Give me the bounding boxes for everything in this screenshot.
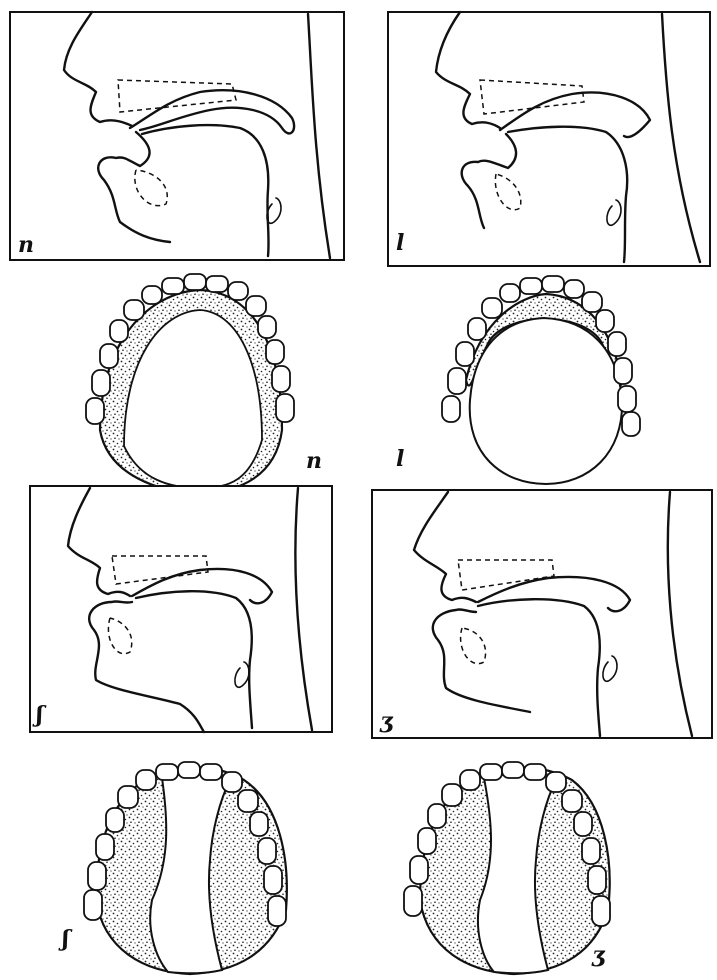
palatogram-n: n bbox=[86, 274, 322, 494]
sagittal-panel-l: l bbox=[388, 12, 710, 266]
sagittal-panel-sh: ʃ bbox=[30, 486, 332, 732]
panel-label-l: l bbox=[396, 230, 404, 256]
palatogram-label-l: l bbox=[396, 446, 404, 472]
palatogram-label-sh: ʃ bbox=[58, 926, 73, 952]
panel-label-n: n bbox=[18, 232, 34, 258]
palatogram-label-n: n bbox=[306, 448, 322, 474]
panel-frame bbox=[30, 486, 332, 732]
panel-label-zh: ʒ bbox=[379, 708, 394, 734]
sagittal-panel-n: n bbox=[10, 12, 344, 260]
no-contact-area bbox=[470, 318, 622, 484]
sagittal-panel-zh: ʒ bbox=[372, 490, 712, 738]
palatogram-sh: ʃ bbox=[58, 762, 287, 974]
palatogram-l: l bbox=[396, 276, 640, 484]
palatogram-label-zh: ʒ bbox=[591, 942, 606, 968]
palatogram-zh: ʒ bbox=[404, 762, 610, 974]
panel-frame bbox=[10, 12, 344, 260]
panel-frame bbox=[388, 12, 710, 266]
